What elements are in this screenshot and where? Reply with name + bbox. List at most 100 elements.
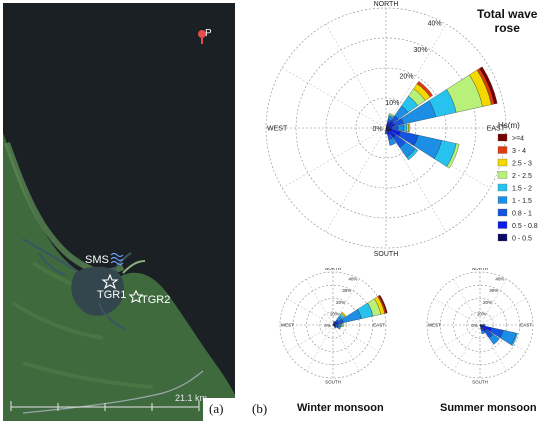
total-south-label: SOUTH <box>374 251 399 258</box>
summer-ring-label-2: 20% <box>483 300 492 305</box>
winter-ring-label-1: 10% <box>330 312 339 317</box>
total-ring-label-0: 0% <box>373 126 383 133</box>
winter-ring-label-4: 40% <box>348 276 357 281</box>
legend-label-5: 1 - 1.5 <box>512 198 532 205</box>
legend-swatch-0 <box>497 133 508 142</box>
summer-ring <box>466 311 494 339</box>
summer-west-label: WEST <box>428 323 441 328</box>
winter-east-label: EAST <box>373 323 385 328</box>
winter-petal-segment-5-2 <box>334 326 337 329</box>
sms-label: SMS <box>85 254 109 266</box>
winter-south-label: SOUTH <box>325 380 341 385</box>
winter-ring-label-2: 20% <box>336 300 345 305</box>
legend-swatch-8 <box>497 233 508 242</box>
legend-swatch-7 <box>497 221 508 229</box>
tgr1-label: TGR1 <box>97 289 126 301</box>
legend-label-0: >=4 <box>512 136 524 143</box>
summer-ring-label-0: 0% <box>471 323 478 328</box>
total-petal-segment-6-3 <box>388 137 396 146</box>
total-ring-label-3: 30% <box>414 47 428 54</box>
winter-petal-segment-3-5 <box>341 322 344 328</box>
legend-swatch-1 <box>497 146 508 154</box>
total-petal-segment-7-0 <box>385 127 387 130</box>
tgr2-label: TGR2 <box>141 294 170 306</box>
hs-legend: Hs(m) >=4 3 - 4 2.5 - 3 2 - 2.5 1.5 - 2 1 - 1… <box>497 121 538 243</box>
total-rose-title-line1: Total wave <box>477 7 538 21</box>
legend-label-7: 0.5 - 0.8 <box>512 223 538 230</box>
total-petal-segment-7-1 <box>385 129 387 132</box>
total-petal-segment-0-8 <box>479 66 498 105</box>
winter-petal-segment-3-3 <box>338 323 342 327</box>
legend-swatch-3 <box>497 171 508 179</box>
total-petal-segment-1-7 <box>416 81 433 98</box>
total-wave-rose: NORTH SOUTH EAST WEST 0% 10% 20% 30% 40% <box>265 1 507 258</box>
point-p-marker <box>198 30 206 44</box>
legend-label-4: 1.5 - 2 <box>512 186 532 193</box>
point-p-label: P <box>205 28 212 39</box>
total-petal-segment-4-5 <box>446 143 460 169</box>
summer-petal-segment-0-4 <box>511 332 518 346</box>
lagoon-channels <box>22 238 132 330</box>
winter-petal-segment-0-8 <box>378 294 388 314</box>
winter-rose-title: Winter monsoon <box>297 402 384 414</box>
summer-ring <box>453 298 507 352</box>
legend-swatch-4 <box>497 183 508 192</box>
summer-south-label: SOUTH <box>472 380 488 385</box>
satellite-map: P SMS TGR1 TGR2 21.1 km <box>3 3 235 421</box>
legend-label-8: 0 - 0.5 <box>512 236 532 243</box>
winter-ring <box>306 298 360 352</box>
total-rose-title: Total wave rose <box>477 7 537 35</box>
total-north-label: NORTH <box>374 1 399 8</box>
summer-petal-segment-3-2 <box>482 324 485 326</box>
total-petal-segment-2-5 <box>388 113 395 117</box>
summer-monsoon-rose: NORTH SOUTH EAST WEST 0% 10% 20% 30% 40% <box>426 268 534 385</box>
tgr1-star-icon <box>101 273 119 290</box>
summer-ring-label-3: 30% <box>489 288 498 293</box>
summer-east-label: EAST <box>520 323 532 328</box>
total-petal-segment-3-4 <box>403 124 408 132</box>
legend-title: Hs(m) <box>498 121 520 130</box>
summer-petal-segment-1-3 <box>488 333 500 345</box>
legend-label-2: 2.5 - 3 <box>512 161 532 168</box>
tgr2-star-icon <box>128 289 144 304</box>
total-petal-segment-3-6 <box>407 123 411 133</box>
legend-label-1: 3 - 4 <box>512 148 526 155</box>
total-petal-segment-5-4 <box>406 148 419 161</box>
panel-a-label: (a) <box>209 401 224 416</box>
summer-ring-label-4: 40% <box>495 276 504 281</box>
total-ring-label-1: 10% <box>385 100 399 107</box>
summer-petal-segment-4-1 <box>480 323 482 325</box>
scale-label: 21.1 km <box>175 393 207 403</box>
total-petal-segment-7-2 <box>384 130 388 135</box>
summer-petal-segment-3-3 <box>483 323 486 327</box>
panel-a-label-box <box>203 398 235 421</box>
land-area <box>3 133 235 421</box>
scale-bar <box>10 401 200 411</box>
winter-west-label: WEST <box>281 323 294 328</box>
total-west-label: WEST <box>267 125 288 132</box>
total-east-label: EAST <box>487 125 506 132</box>
winter-petal-segment-2-3 <box>333 320 336 323</box>
winter-petal-segment-1-6 <box>341 311 347 317</box>
legend-swatch-6 <box>497 208 508 217</box>
summer-north-label: NORTH <box>472 268 488 271</box>
summer-ring-label-1: 10% <box>477 312 486 317</box>
winter-petal-segment-4-3 <box>337 325 341 330</box>
legend-label-6: 0.8 - 1 <box>512 211 532 218</box>
winter-ring <box>319 311 347 339</box>
legend-swatch-2 <box>497 158 508 167</box>
summer-rose-title: Summer monsoon <box>440 402 537 414</box>
legend-swatch-5 <box>497 196 508 204</box>
total-rose-title-line2: rose <box>494 21 520 35</box>
winter-ring-label-0: 0% <box>324 323 331 328</box>
total-ring-label-2: 20% <box>399 74 413 81</box>
winter-ring-label-3: 30% <box>342 288 351 293</box>
legend-label-3: 2 - 2.5 <box>512 173 532 180</box>
shore-highlight <box>122 260 146 274</box>
sms-wave-icon <box>110 252 124 266</box>
panel-b-label: (b) <box>252 401 268 416</box>
summer-petal-segment-2-3 <box>481 330 486 335</box>
total-ring-label-4: 40% <box>428 21 442 28</box>
summer-petal-segment-3-1 <box>481 324 483 326</box>
